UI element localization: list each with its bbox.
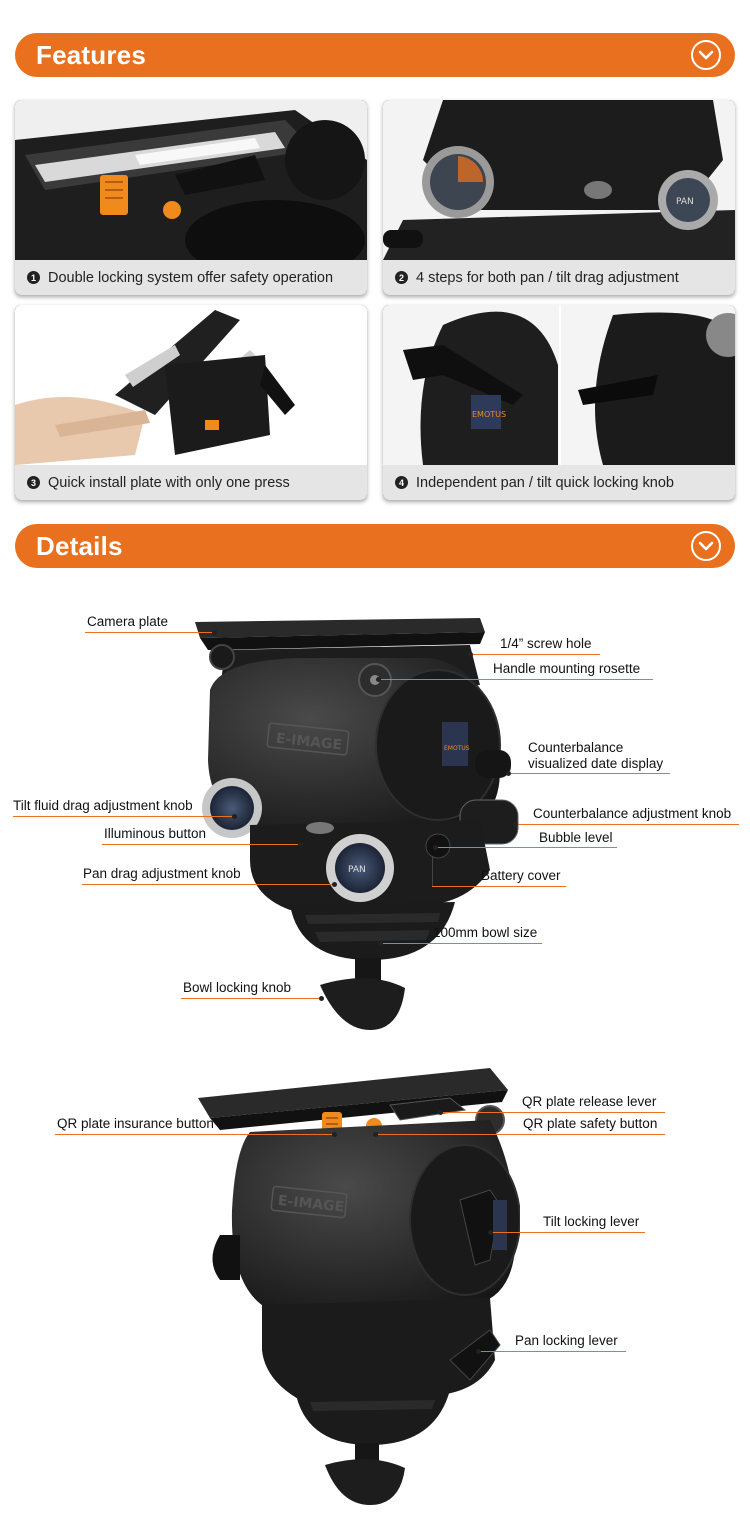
svg-text:EMOTUS: EMOTUS — [444, 745, 470, 752]
callout-dot — [506, 771, 511, 776]
step-number-badge: 1 — [27, 271, 40, 284]
callout-line — [515, 824, 739, 825]
callout-line — [85, 632, 215, 633]
step-number-badge: 3 — [27, 476, 40, 489]
label-bowl-size: 100mm bowl size — [433, 925, 538, 940]
callout-line — [440, 1112, 665, 1113]
callout-line — [478, 1351, 626, 1352]
feature-text-3: Quick install plate with only one press — [48, 474, 290, 491]
label-qr-release: QR plate release lever — [522, 1094, 657, 1109]
label-tilt-knob: Tilt fluid drag adjustment knob — [13, 798, 193, 813]
feature-text-1: Double locking system offer safety opera… — [48, 269, 334, 286]
callout-dot — [212, 630, 217, 635]
callout-line — [181, 998, 321, 999]
drag-adjustment-photo: PAN — [383, 100, 735, 260]
feature-caption-4: 4 Independent pan / tilt quick locking k… — [383, 465, 735, 500]
quick-install-plate-photo — [15, 305, 367, 465]
callout-dot — [332, 1132, 337, 1137]
callout-dot — [468, 652, 473, 657]
locking-knob-photo: EMOTUS — [383, 305, 735, 465]
callout-line — [380, 943, 542, 944]
callout-dot — [332, 882, 337, 887]
callout-leader — [432, 856, 433, 886]
feature-text-4: Independent pan / tilt quick locking kno… — [416, 474, 674, 491]
feature-text-2: 4 steps for both pan / tilt drag adjustm… — [416, 269, 679, 286]
label-bubble: Bubble level — [539, 830, 613, 845]
label-battery: Battery cover — [481, 868, 561, 883]
callout-line — [55, 1134, 335, 1135]
callout-dot — [376, 677, 381, 682]
label-bowl-knob: Bowl locking knob — [183, 980, 292, 995]
feature-caption-2: 2 4 steps for both pan / tilt drag adjus… — [383, 260, 735, 295]
brand-logo-back: E-IMAGE — [277, 1193, 345, 1216]
fluid-head-back-illustration: E-IMAGE — [198, 1068, 520, 1505]
details-title: Details — [36, 530, 123, 561]
callout-dot — [433, 845, 438, 850]
callout-dot — [373, 1132, 378, 1137]
step-number-badge: 2 — [395, 271, 408, 284]
callout-dot — [513, 822, 518, 827]
callout-dot — [232, 814, 237, 819]
step-number-badge: 4 — [395, 476, 408, 489]
label-cb-display-line2: visualized date display — [528, 756, 664, 771]
svg-text:EMOTUS: EMOTUS — [472, 410, 506, 419]
feature-card-3: 3 Quick install plate with only one pres… — [15, 305, 367, 500]
callout-line — [102, 844, 302, 845]
label-illuminous: Illuminous button — [104, 826, 207, 841]
callout-line — [432, 886, 566, 887]
callout-dot — [378, 941, 383, 946]
features-title: Features — [36, 39, 146, 70]
chevron-down-circle-icon[interactable] — [691, 40, 721, 70]
label-cb-knob: Counterbalance adjustment knob — [533, 806, 732, 821]
label-screw-hole: 1/4” screw hole — [500, 636, 592, 651]
label-tilt-lever: Tilt locking lever — [543, 1214, 640, 1229]
feature-card-4: EMOTUS 4 Independent pan / tilt quick lo… — [383, 305, 735, 500]
callout-line — [375, 1134, 665, 1135]
label-qr-safety: QR plate safety button — [523, 1116, 658, 1131]
details-header[interactable]: Details — [15, 524, 735, 568]
label-qr-insurance: QR plate insurance button — [57, 1116, 214, 1131]
callout-dot — [438, 1110, 443, 1115]
label-pan-lever: Pan locking lever — [515, 1333, 618, 1348]
brand-logo-front: E-IMAGE — [275, 731, 343, 754]
callout-line — [435, 847, 617, 848]
callout-line — [470, 654, 600, 655]
fluid-head-front-illustration: EMOTUS E-IMAGE PAN — [195, 618, 519, 1030]
callout-line — [82, 884, 335, 885]
callout-dot — [476, 1349, 481, 1354]
svg-text:PAN: PAN — [348, 865, 366, 875]
label-pan-knob: Pan drag adjustment knob — [83, 866, 241, 881]
callout-dot — [298, 842, 303, 847]
callout-line — [490, 1232, 645, 1233]
locking-system-photo — [15, 100, 367, 260]
callout-line — [378, 679, 653, 680]
label-handle-rosette: Handle mounting rosette — [493, 661, 641, 676]
features-header[interactable]: Features — [15, 33, 735, 77]
svg-text:PAN: PAN — [676, 197, 694, 207]
feature-caption-3: 3 Quick install plate with only one pres… — [15, 465, 367, 500]
callout-dot — [488, 1230, 493, 1235]
chevron-down-circle-icon[interactable] — [691, 531, 721, 561]
feature-card-1: 1 Double locking system offer safety ope… — [15, 100, 367, 295]
feature-card-2: PAN 2 4 steps for both pan / tilt drag a… — [383, 100, 735, 295]
callout-dot — [319, 996, 324, 1001]
label-camera-plate: Camera plate — [87, 614, 169, 629]
callout-line — [13, 816, 235, 817]
label-cb-display-line1: Counterbalance — [528, 740, 624, 755]
callout-line — [508, 773, 670, 774]
feature-caption-1: 1 Double locking system offer safety ope… — [15, 260, 367, 295]
